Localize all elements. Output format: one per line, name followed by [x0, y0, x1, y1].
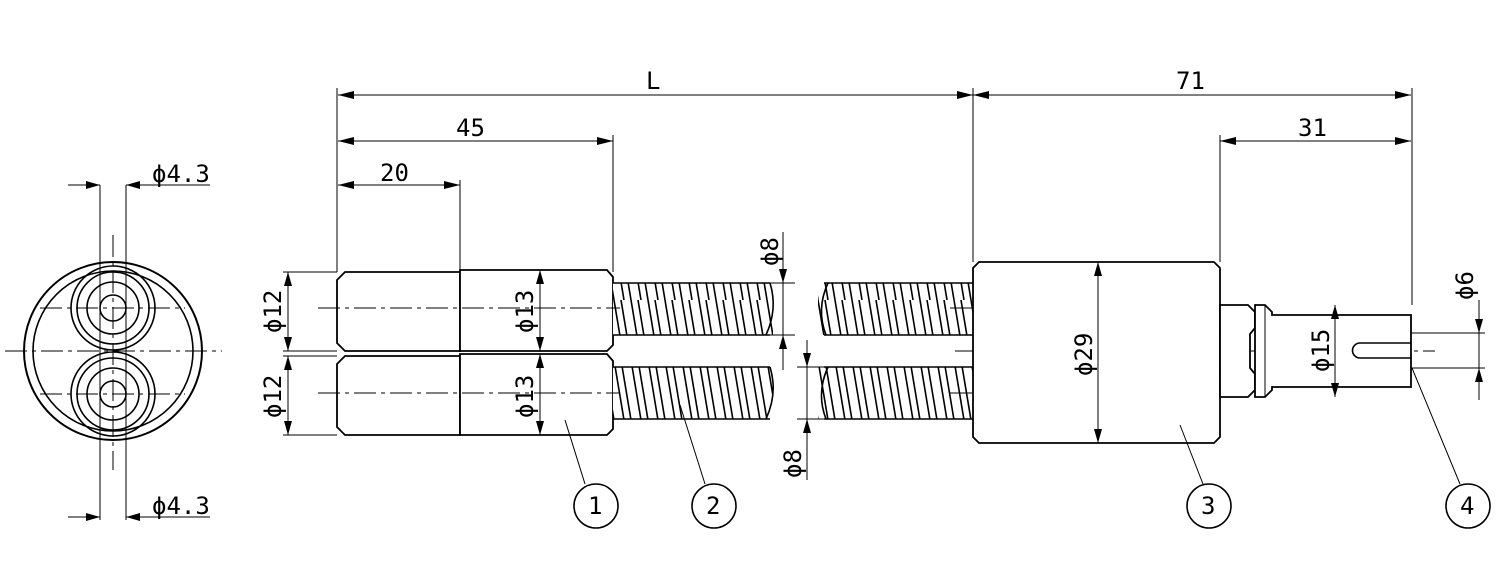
- balloon-2-label: 2: [706, 492, 720, 520]
- dim-L: L: [646, 67, 660, 95]
- dim-phi15: ϕ15: [1307, 329, 1335, 372]
- balloon-4-label: 4: [1460, 492, 1474, 520]
- balloon-3-label: 3: [1201, 492, 1215, 520]
- dim-phi4-3-top: ϕ4.3: [152, 160, 210, 188]
- dim-phi8-top: ϕ8: [756, 237, 784, 266]
- dim-phi13-bottom: ϕ13: [511, 375, 539, 418]
- dim-phi12-bottom: ϕ12: [259, 375, 287, 418]
- dim-phi4-3-bottom: ϕ4.3: [152, 492, 210, 520]
- dim-31: 31: [1298, 114, 1327, 142]
- dim-phi12-top: ϕ12: [259, 290, 287, 333]
- dim-phi29: ϕ29: [1070, 333, 1098, 376]
- dim-phi13-top: ϕ13: [511, 290, 539, 333]
- dim-phi6: ϕ6: [1451, 271, 1479, 300]
- side-view: [283, 88, 1491, 529]
- dim-phi8-bottom: ϕ8: [779, 449, 807, 478]
- dim-45: 45: [456, 114, 485, 142]
- balloon-1-label: 1: [588, 492, 602, 520]
- dim-71: 71: [1176, 67, 1205, 95]
- end-view: [5, 181, 222, 521]
- dim-20: 20: [380, 159, 409, 187]
